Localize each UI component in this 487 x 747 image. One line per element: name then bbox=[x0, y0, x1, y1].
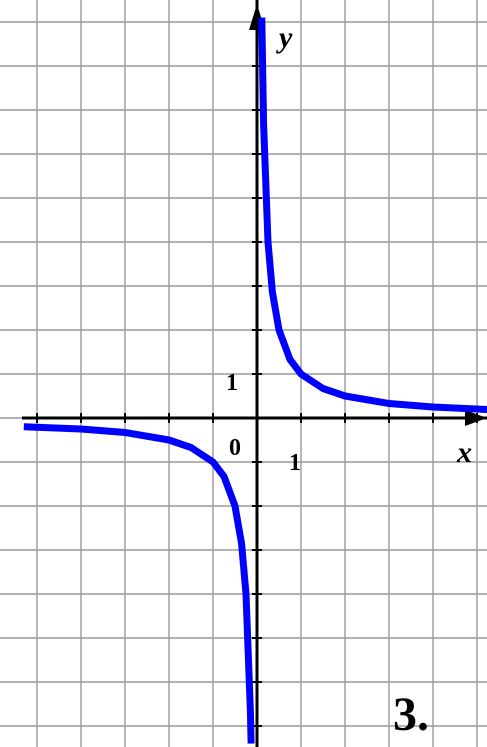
labels: 1 0 1 y x 3. bbox=[226, 21, 472, 741]
curve-branch-negative bbox=[23, 423, 255, 744]
curves bbox=[23, 17, 487, 744]
origin-label: 0 bbox=[229, 435, 241, 461]
axes bbox=[22, 0, 487, 747]
panel-number: 3. bbox=[393, 688, 429, 741]
x-axis-label: x bbox=[456, 436, 472, 469]
x-tick-label: 1 bbox=[289, 450, 301, 476]
y-tick-label: 1 bbox=[226, 370, 238, 396]
y-axis-label: y bbox=[276, 21, 293, 54]
curve-branch-positive bbox=[258, 17, 487, 413]
